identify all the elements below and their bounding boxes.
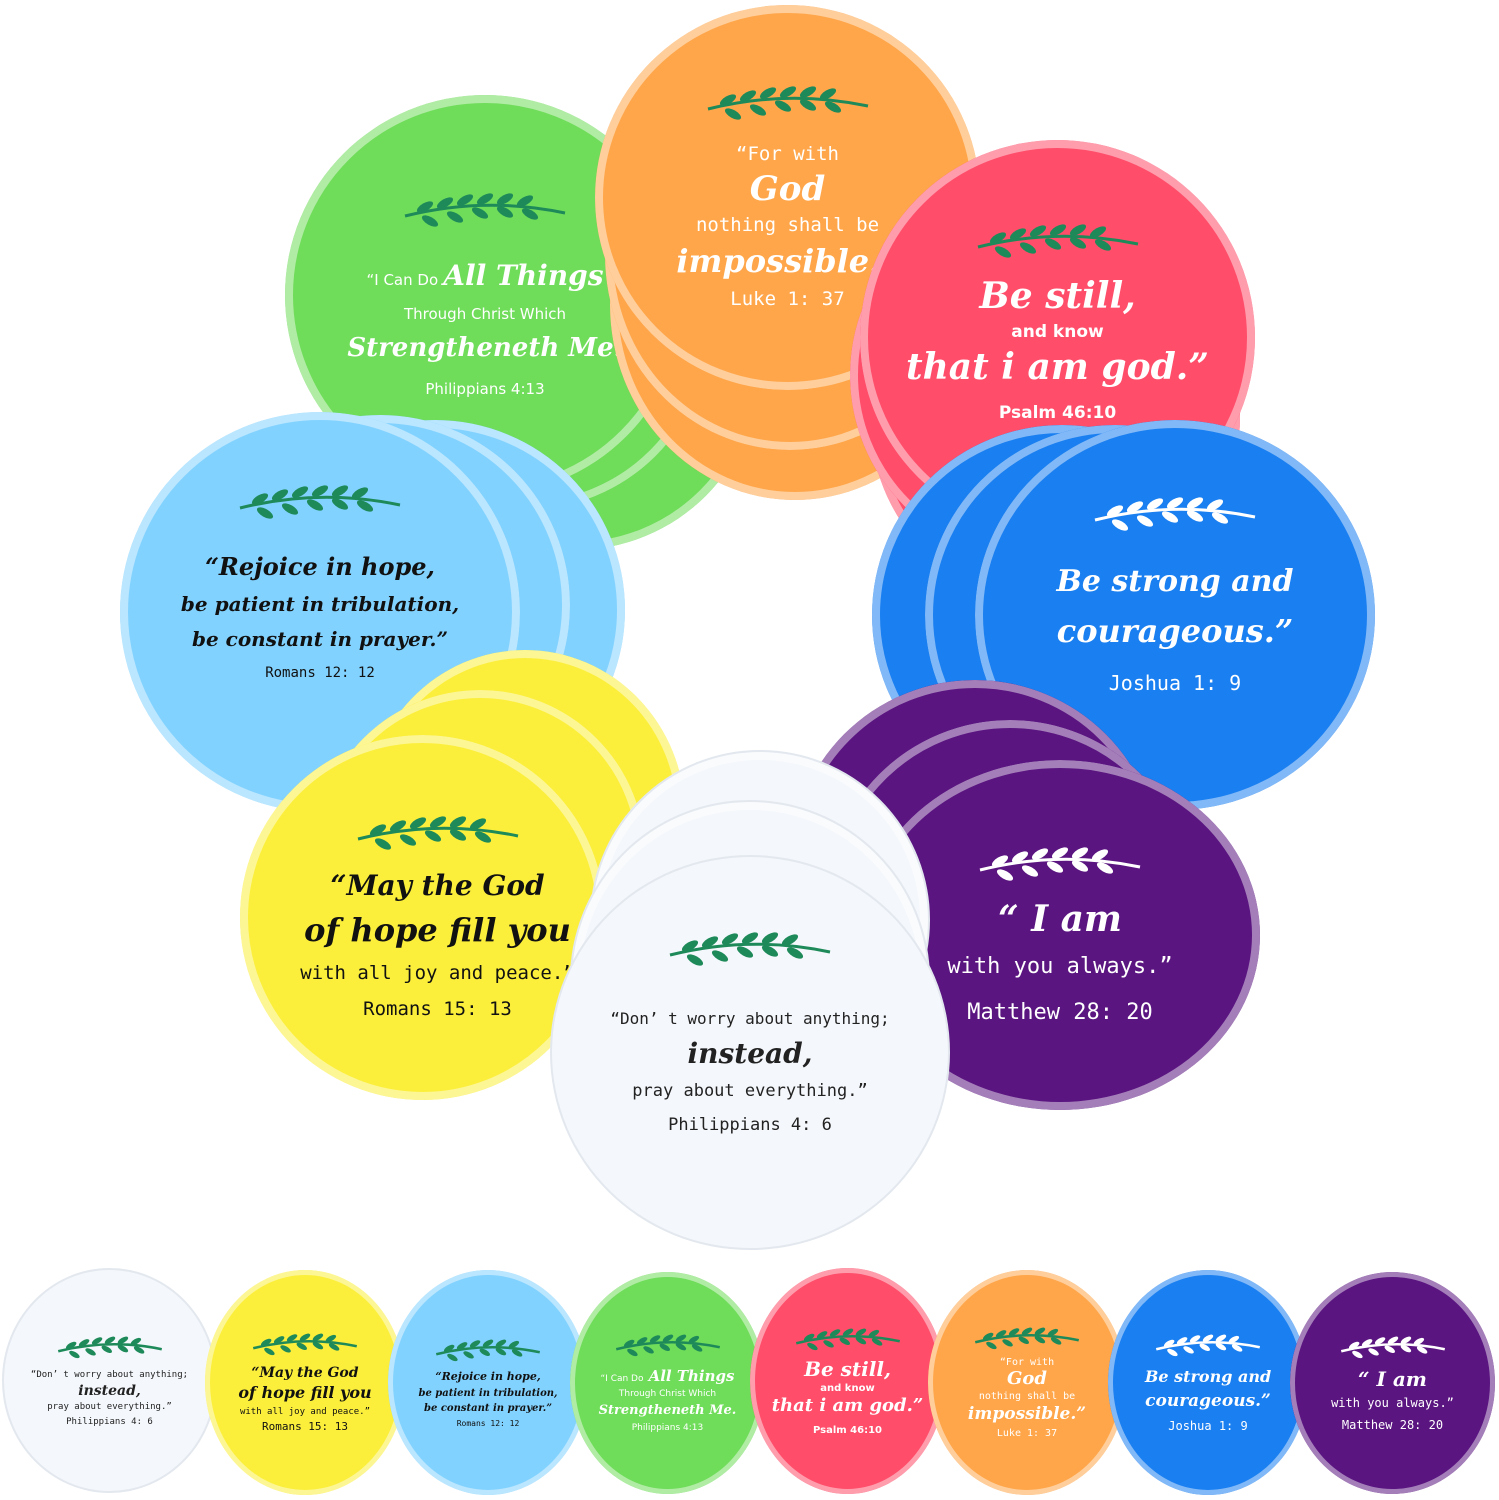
small-red-line3: that i am god.” — [771, 1395, 924, 1417]
leaf-branch-icon — [1155, 1334, 1261, 1356]
lightblue-line2: be patient in tribulation, — [180, 591, 460, 616]
purple-line2: with you always.” — [947, 954, 1173, 980]
green-line1: “I Can Do — [366, 271, 439, 290]
small-purple-disc: “ I am with you always.” Matthew 28: 20 — [1290, 1272, 1495, 1494]
white-line2: instead, — [687, 1037, 813, 1071]
small-red-ref: Psalm 46:10 — [812, 1424, 882, 1436]
lightblue-line3: be constant in prayer.” — [191, 626, 449, 651]
small-white-line3: pray about everything.” — [47, 1402, 172, 1413]
small-orange-line1: “For with — [999, 1357, 1055, 1369]
green-line2: Through Christ Which — [403, 305, 567, 324]
blue-line1: Be strong and — [1056, 563, 1294, 599]
small-white-ref: Philippians 4: 6 — [66, 1416, 153, 1427]
small-yellow-line2: of hope fill you — [238, 1383, 372, 1403]
small-yellow-line1: “May the God — [251, 1365, 359, 1382]
small-orange-line1b: God — [1007, 1367, 1047, 1389]
small-orange-line2: nothing shall be — [978, 1391, 1076, 1403]
orange-line2: nothing shall be — [695, 213, 880, 236]
white-disc: “Don’ t worry about anything; instead, p… — [550, 855, 950, 1250]
small-lightblue-line3: be constant in prayer.” — [423, 1403, 552, 1415]
red-line3: that i am god.” — [905, 345, 1210, 388]
leaf-branch-icon — [795, 1328, 900, 1350]
small-white-line1: “Don’ t worry about anything; — [30, 1369, 189, 1380]
orange-ref: Luke 1: 37 — [730, 288, 845, 311]
small-red-line1: Be still, — [804, 1356, 891, 1381]
small-orange-line3: impossible.” — [967, 1403, 1087, 1424]
leaf-branch-icon — [57, 1336, 162, 1359]
small-yellow-disc: “May the God of hope fill you with all j… — [205, 1270, 405, 1495]
white-line3: pray about everything.” — [632, 1081, 868, 1102]
small-purple-line1: “ I am — [1358, 1366, 1427, 1391]
yellow-line1: “May the God — [330, 869, 545, 903]
small-orange-ref: Luke 1: 37 — [996, 1428, 1058, 1440]
small-green-line1: “I Can Do — [600, 1374, 644, 1385]
leaf-branch-icon — [979, 847, 1141, 881]
red-disc: Be still, and know that i am god.” Psalm… — [860, 140, 1255, 535]
leaf-branch-icon — [1094, 497, 1256, 531]
small-lightblue-ref: Romans 12: 12 — [456, 1418, 520, 1428]
leaf-branch-icon — [404, 193, 566, 227]
small-lightblue-line2: be patient in tribulation, — [418, 1387, 558, 1399]
small-green-ref: Philippians 4:13 — [631, 1423, 704, 1434]
red-ref: Psalm 46:10 — [998, 402, 1117, 423]
small-yellow-line3: with all joy and peace.” — [239, 1406, 371, 1417]
green-line3: Strengtheneth Me. — [347, 332, 623, 363]
green-line1b: All Things — [443, 259, 604, 293]
small-white-line2: instead, — [78, 1383, 141, 1400]
red-line1: Be still, — [979, 274, 1136, 317]
leaf-branch-icon — [1340, 1336, 1445, 1358]
yellow-ref: Romans 15: 13 — [363, 997, 512, 1020]
small-purple-line2: with you always.” — [1331, 1395, 1454, 1410]
small-purple-ref: Matthew 28: 20 — [1341, 1417, 1444, 1432]
white-line1: “Don’ t worry about anything; — [610, 1008, 890, 1028]
green-ref: Philippians 4:13 — [425, 380, 545, 399]
leaf-branch-icon — [435, 1339, 541, 1362]
purple-ref: Matthew 28: 20 — [967, 999, 1153, 1025]
blue-line2: courageous.” — [1056, 612, 1294, 651]
leaf-branch-icon — [669, 931, 831, 966]
small-yellow-ref: Romans 15: 13 — [261, 1420, 349, 1434]
leaf-branch-icon — [707, 86, 868, 120]
small-red-line2: and know — [820, 1382, 875, 1394]
leaf-branch-icon — [252, 1333, 358, 1356]
small-white-disc: “Don’ t worry about anything; instead, p… — [2, 1268, 217, 1493]
purple-line1: “ I am — [997, 898, 1123, 940]
leaf-branch-icon — [357, 816, 518, 850]
lightblue-line1: “Rejoice in hope, — [205, 552, 435, 582]
small-orange-disc: “For with God nothing shall be impossibl… — [928, 1270, 1126, 1495]
small-green-line1b: All Things — [648, 1367, 735, 1386]
small-lightblue-line1: “Rejoice in hope, — [435, 1370, 541, 1384]
red-line2: and know — [1011, 321, 1104, 342]
small-red-disc: Be still, and know that i am god.” Psalm… — [750, 1268, 945, 1494]
blue-ref: Joshua 1: 9 — [1108, 671, 1242, 696]
yellow-line2: of hope fill you — [304, 911, 571, 950]
small-green-line3: Strengtheneth Me. — [598, 1402, 737, 1418]
small-blue-disc: Be strong and courageous.” Joshua 1: 9 — [1108, 1270, 1308, 1495]
yellow-line3: with all joy and peace.” — [300, 962, 575, 985]
leaf-branch-icon — [615, 1334, 720, 1357]
leaf-branch-icon — [977, 223, 1138, 258]
orange-line1: “For with — [736, 142, 839, 165]
orange-line1b: God — [749, 168, 826, 209]
lightblue-ref: Romans 12: 12 — [265, 664, 375, 681]
small-green-line2: Through Christ Which — [618, 1389, 717, 1400]
orange-line3: impossible.” — [676, 241, 899, 280]
small-green-disc: “I Can Do All Things Through Christ Whic… — [570, 1272, 765, 1494]
white-ref: Philippians 4: 6 — [668, 1114, 832, 1135]
small-blue-line2: courageous.” — [1145, 1391, 1271, 1412]
small-lightblue-disc: “Rejoice in hope, be patient in tribulat… — [388, 1270, 588, 1495]
leaf-branch-icon — [239, 485, 401, 519]
small-blue-line1: Be strong and — [1144, 1366, 1272, 1386]
small-blue-ref: Joshua 1: 9 — [1168, 1418, 1248, 1433]
leaf-branch-icon — [974, 1327, 1080, 1350]
